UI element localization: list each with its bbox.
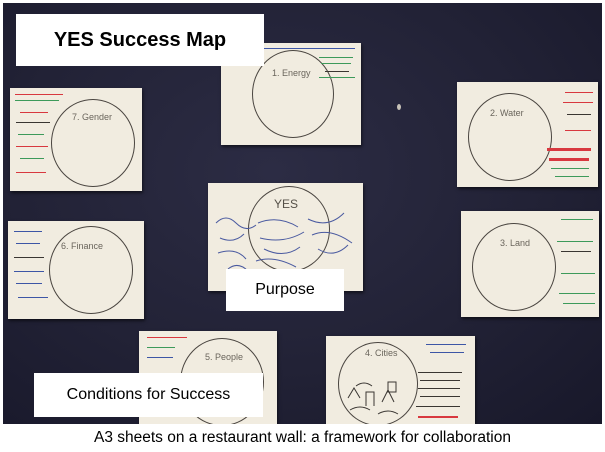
map-title: YES Success Map — [16, 14, 264, 66]
energy-circle — [252, 50, 334, 138]
sheet-land: 3. Land — [461, 211, 599, 317]
sheet-people-title: 5. People — [205, 352, 244, 362]
conditions-label: Conditions for Success — [34, 373, 263, 417]
land-circle — [472, 223, 556, 311]
wall-pin — [397, 104, 401, 110]
cities-circle — [338, 342, 418, 424]
gender-circle — [51, 99, 135, 187]
finance-circle — [49, 226, 133, 314]
city-drawing — [347, 381, 399, 415]
sheet-finance-title: 6. Finance — [61, 241, 104, 251]
sheet-energy-title: 1. Energy — [272, 68, 311, 78]
sheet-gender-title: 7. Gender — [72, 112, 113, 122]
photo-caption: A3 sheets on a restaurant wall: a framew… — [94, 429, 511, 446]
sheet-gender: 7. Gender — [10, 88, 142, 191]
sheet-water-title: 2. Water — [490, 108, 524, 118]
sheet-cities-title: 4. Cities — [365, 348, 398, 358]
sheet-land-title: 3. Land — [500, 238, 531, 248]
purpose-label: Purpose — [226, 269, 344, 311]
sheet-cities: 4. Cities — [326, 336, 475, 424]
water-circle — [468, 93, 552, 181]
sheet-finance: 6. Finance — [8, 221, 144, 319]
sheet-water: 2. Water — [457, 82, 598, 187]
restaurant-wall-photo: 1. Energy 2. Water 7. Gender — [3, 3, 602, 424]
sheet-center-title: YES — [274, 197, 299, 211]
